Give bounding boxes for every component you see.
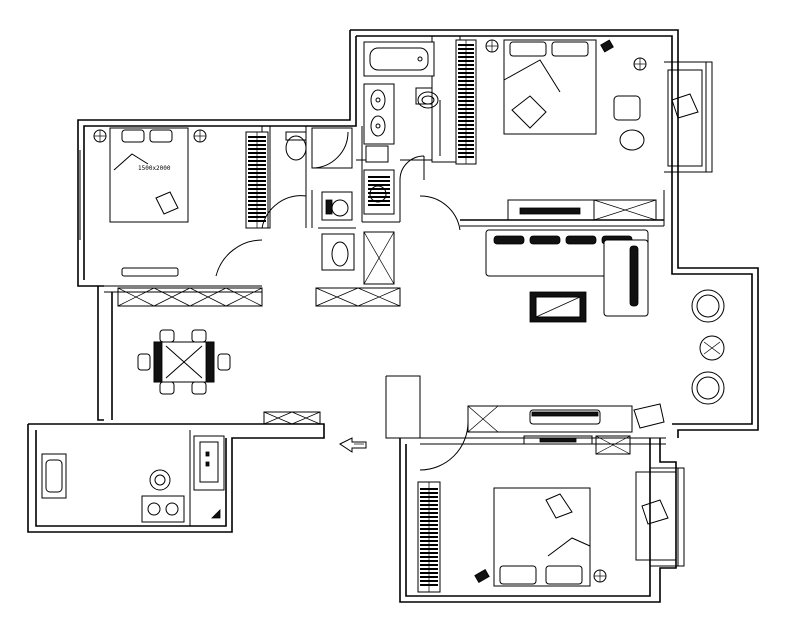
sofa: [485, 229, 649, 317]
lower-bed: [474, 487, 607, 587]
toilet-bath: [415, 87, 439, 109]
wardrobe-left: [245, 131, 269, 229]
walls: [27, 29, 759, 603]
coffee-table: [529, 291, 587, 323]
lower-balcony: [635, 467, 685, 567]
left-tv: [121, 267, 179, 277]
kitchen-stove: [141, 469, 185, 523]
entrance-arrow-icon: [339, 437, 367, 453]
wardrobe-master: [455, 39, 477, 165]
toilet-ensuite: [285, 131, 307, 161]
left-bed: 1500x2000: [93, 127, 207, 223]
master-bed: [485, 39, 647, 135]
dining-table: [137, 329, 231, 395]
lower-tv-cabinet: [467, 403, 665, 455]
wall-cabinet-dining: [263, 411, 321, 425]
bed-size-label: 1500x2000: [138, 165, 171, 172]
cabinet-hall: [315, 231, 401, 307]
kitchen-counter: [193, 435, 225, 491]
wardrobe-lower: [417, 481, 441, 593]
shower-tray: [365, 145, 389, 163]
shoe-cabinet: [117, 287, 263, 307]
bathtub: [363, 41, 435, 77]
master-tv-cabinet: [507, 199, 657, 221]
washbasins: [363, 83, 395, 145]
shower-ensuite: [311, 127, 353, 169]
washbasin-ensuite: [321, 191, 353, 221]
balcony-chairs: [691, 289, 725, 405]
left-window: [79, 150, 85, 240]
master-balcony: [664, 61, 713, 173]
master-armchair: [613, 95, 645, 151]
kitchen-fridge: [41, 453, 67, 499]
wardrobe-hall: [363, 169, 395, 215]
